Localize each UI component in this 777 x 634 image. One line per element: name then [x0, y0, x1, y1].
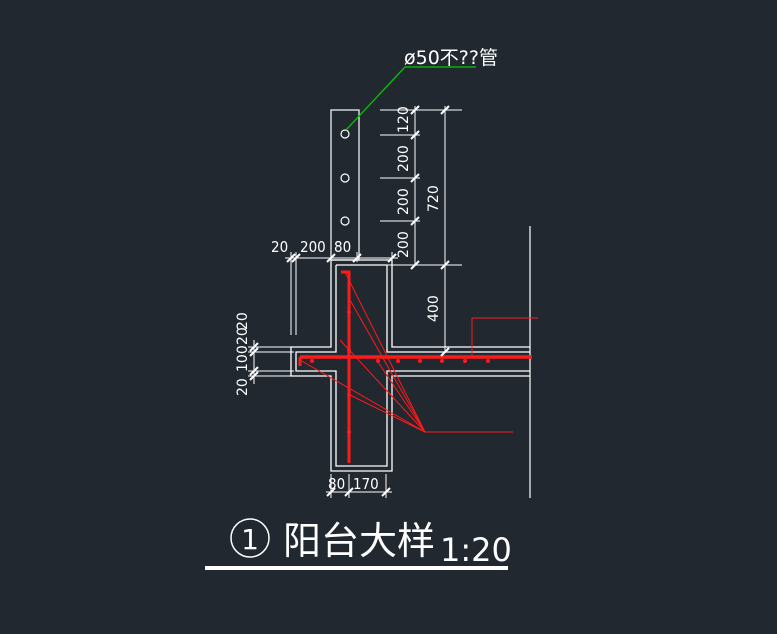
rebar-dots — [310, 310, 490, 434]
pipe-note-leader — [345, 66, 476, 131]
title-text: 阳台大样 — [283, 519, 435, 563]
concrete-outline — [290, 259, 530, 472]
dim-top-80: 80 — [334, 238, 351, 256]
dim-720: 720 — [426, 185, 442, 212]
dim-120: 120 — [396, 106, 412, 133]
dim-top — [285, 252, 398, 335]
drain-hole — [340, 216, 350, 226]
pipe-note: ø50不??管 — [404, 47, 498, 69]
dim-top-200: 200 — [300, 238, 326, 256]
dim-left-20-bot: 20 — [235, 378, 251, 396]
drain-holes — [340, 129, 350, 226]
dim-200-c: 200 — [396, 231, 412, 258]
title-number-circle — [230, 518, 270, 558]
dim-200-a: 200 — [396, 145, 412, 172]
dim-left — [248, 340, 294, 384]
dim-200-b: 200 — [396, 188, 412, 215]
dim-left-20-top: 20 — [235, 327, 251, 345]
dim-left-100: 100 — [235, 345, 251, 372]
title-scale: 1:20 — [440, 531, 512, 569]
title-block: 1 阳台大样 1:20 — [205, 518, 512, 570]
dim-400: 400 — [426, 295, 442, 322]
dim-bottom-170: 170 — [353, 475, 379, 493]
dim-top-20: 20 — [271, 238, 288, 256]
rebar-leaders — [299, 271, 538, 433]
rebar — [298, 270, 538, 463]
rebar-vertical — [341, 270, 351, 463]
title-number: 1 — [241, 523, 259, 556]
dim-bottom-80: 80 — [328, 475, 345, 493]
dim-right — [380, 105, 462, 357]
dim-bottom — [326, 474, 392, 498]
dim-left-20-mid: 20 — [235, 312, 251, 330]
drain-hole — [340, 129, 350, 139]
drain-hole — [340, 173, 350, 183]
